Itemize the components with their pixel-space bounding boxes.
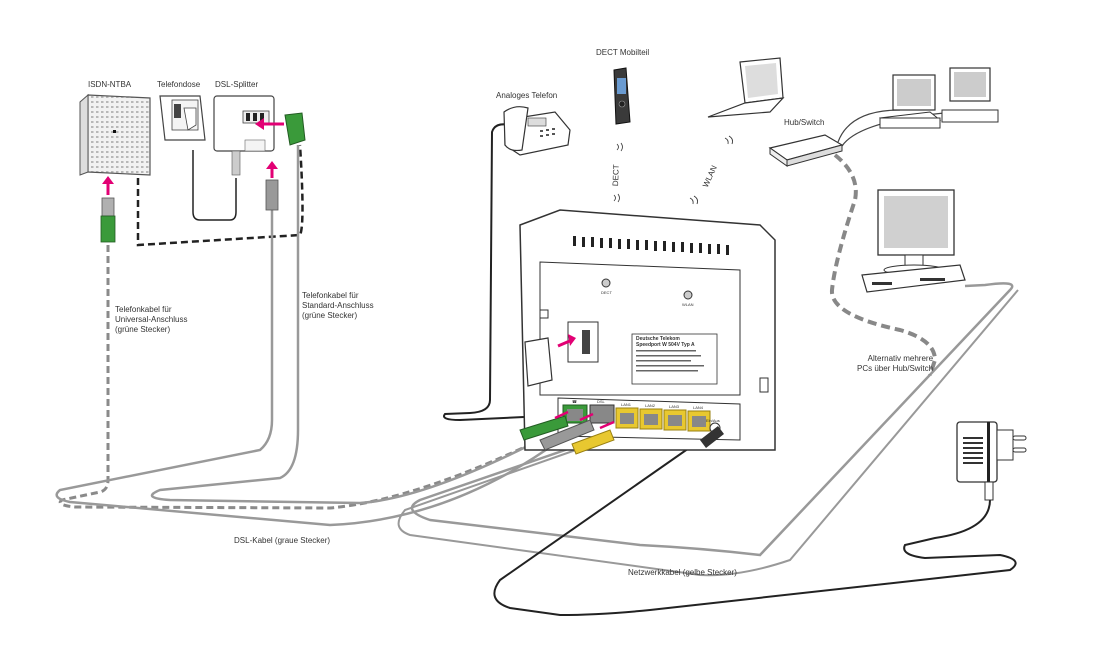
pc-device-top-1 <box>878 74 942 129</box>
network-cable-pc <box>410 282 1014 557</box>
router-port-phone-label: ☎ <box>572 399 577 404</box>
label-dsl-splitter: DSL-Splitter <box>215 80 259 89</box>
telefondose-splitter-cable <box>192 150 237 221</box>
router-button-dect-label: DECT <box>601 290 612 295</box>
pc-device-main <box>861 189 966 293</box>
ntba-green-plug <box>100 197 116 243</box>
tae-adapter-plug <box>524 337 553 387</box>
label-isdn-ntba: ISDN-NTBA <box>88 80 132 89</box>
router-gray-plug <box>539 419 595 451</box>
power-cable <box>493 431 1017 617</box>
label-alt-multiple-pcs: Alternativ mehrere PCs über Hub/Switch <box>857 354 934 373</box>
dect-handset-device <box>613 67 631 125</box>
splitter-gray-plug <box>265 179 279 211</box>
router-port-lan4-label: LAN4 <box>693 405 704 410</box>
router-port-lan2-label: LAN2 <box>645 403 656 408</box>
router-label-model: Speedport W 504V Typ A <box>636 342 695 348</box>
dect-signal-waves <box>613 142 623 203</box>
label-dect-handset: DECT Mobilteil <box>596 48 650 57</box>
laptop-device <box>707 57 785 118</box>
router-power-port-label: Ein/Aus <box>706 418 720 423</box>
magenta-insert-arrows-icon <box>554 410 615 430</box>
router-port-dsl-label: DSL <box>597 399 605 404</box>
router-port-lan1-label: LAN1 <box>621 402 632 407</box>
label-telefondose: Telefondose <box>157 80 201 89</box>
label-network-cable: Netzwerkkabel (gelbe Stecker) <box>628 568 737 577</box>
dsl-splitter-device <box>213 95 275 176</box>
power-adapter-device <box>956 421 1027 501</box>
hub-pc-cable-1 <box>837 109 901 143</box>
label-hub-switch: Hub/Switch <box>784 118 825 127</box>
universal-phone-cable <box>58 245 561 510</box>
wlan-signal-waves <box>689 135 733 205</box>
pc-device-top-2 <box>941 67 999 123</box>
network-cable-outer <box>397 289 1019 577</box>
telefondose-device <box>159 95 206 141</box>
label-analog-phone: Analoges Telefon <box>496 91 558 100</box>
label-dect-wave: DECT <box>611 164 621 187</box>
ntba-splitter-dashed-cable <box>136 144 304 247</box>
standard-phone-cable <box>150 145 556 505</box>
magenta-arrow-left-icon <box>255 118 284 130</box>
router-green-plug <box>519 415 569 441</box>
router-port-lan3-label: LAN3 <box>669 404 680 409</box>
magenta-arrow-up-icon <box>102 176 114 195</box>
router-label-brand: Deutsche Telekom <box>636 336 680 342</box>
dsl-cable <box>55 205 561 527</box>
analog-phone-cable <box>443 123 546 422</box>
magenta-arrow-right-icon <box>557 334 576 348</box>
label-cable-universal: Telefonkabel für Universal-Anschluss (gr… <box>115 305 188 334</box>
isdn-ntba-device <box>79 93 151 176</box>
magenta-arrow-up-icon <box>266 161 278 178</box>
analog-phone-device <box>503 106 571 156</box>
router-device <box>519 209 776 451</box>
hub-pc-cable-2 <box>841 111 956 147</box>
router-button-wlan-label: WLAN <box>682 302 694 307</box>
label-dsl-cable: DSL-Kabel (graue Stecker) <box>234 536 331 545</box>
splitter-green-plug <box>284 112 306 146</box>
router-power-plug <box>700 426 724 448</box>
hub-switch-device <box>768 134 844 167</box>
router-yellow-plug <box>571 429 615 455</box>
label-cable-standard: Telefonkabel für Standard-Anschluss (grü… <box>302 291 374 320</box>
hub-switch-dashed-cable <box>830 153 938 376</box>
